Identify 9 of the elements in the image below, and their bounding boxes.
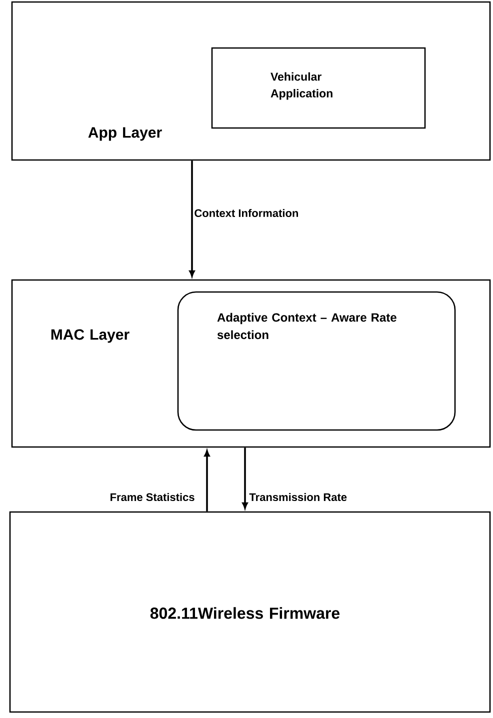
app-box: Vehicular Application [211, 47, 426, 129]
arrow [204, 450, 210, 512]
edge-label: Frame Statistics [108, 492, 196, 502]
rounded-box: Adaptive Context – Aware Rate selection [177, 291, 456, 431]
arrow [189, 160, 195, 277]
layer-box: 802.11Wireless Firmware [9, 511, 491, 713]
arrow [242, 448, 248, 509]
edge-label: Transmission Rate [248, 492, 348, 502]
edge-label: Context Information [193, 208, 300, 218]
